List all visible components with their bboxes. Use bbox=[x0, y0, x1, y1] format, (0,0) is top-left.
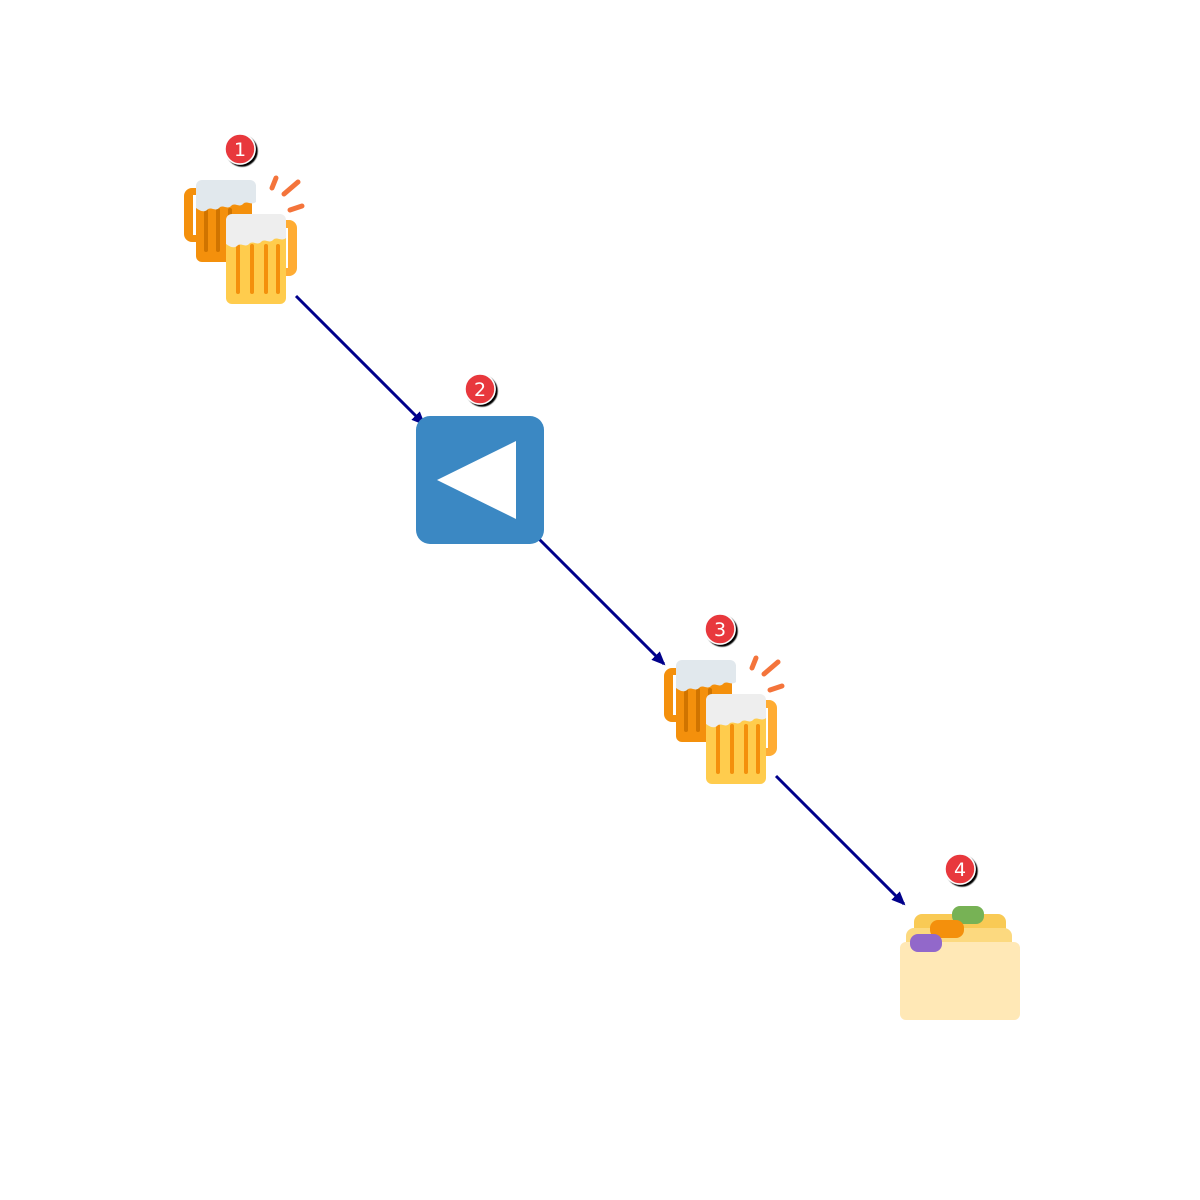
step-badge-4: 4 bbox=[944, 853, 976, 885]
node-4[interactable]: 4 bbox=[900, 853, 1020, 1020]
clinking-beer-mugs-icon bbox=[664, 658, 782, 784]
step-badge-1: 1 bbox=[224, 133, 256, 165]
edge-3-to-4 bbox=[774, 774, 906, 906]
badge-label-2: 2 bbox=[474, 379, 486, 401]
edge-1-to-2 bbox=[294, 294, 426, 426]
step-badge-2: 2 bbox=[464, 373, 496, 405]
reverse-button-icon bbox=[416, 416, 544, 544]
node-1[interactable]: 1 bbox=[184, 133, 302, 304]
node-3[interactable]: 3 bbox=[664, 613, 782, 784]
step-badge-3: 3 bbox=[704, 613, 736, 645]
badge-label-1: 1 bbox=[234, 139, 246, 161]
card-index-icon bbox=[900, 906, 1020, 1020]
node-2[interactable]: 2 bbox=[416, 373, 544, 544]
badge-label-4: 4 bbox=[954, 859, 966, 881]
clinking-beer-mugs-icon bbox=[184, 178, 302, 304]
edge-2-to-3 bbox=[536, 536, 666, 666]
badge-label-3: 3 bbox=[714, 619, 726, 641]
